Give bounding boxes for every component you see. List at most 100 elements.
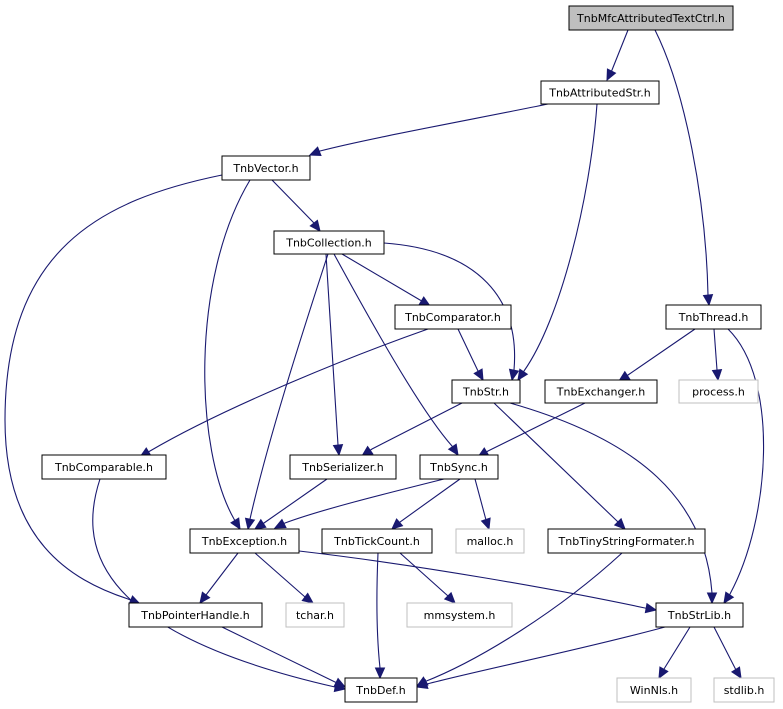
node-label: TnbComparator.h (404, 311, 501, 324)
arrowhead-icon (253, 518, 267, 530)
edge-astr-to-vec (308, 103, 549, 156)
edge-ph-to-def (221, 626, 347, 688)
edge-line (4, 174, 223, 603)
edge-sync-to-tick (391, 478, 461, 530)
edge-line (204, 179, 251, 525)
node-label: TnbExchanger.h (556, 386, 645, 399)
arrowhead-icon (333, 677, 347, 688)
edge-line (623, 328, 696, 379)
node-label: TnbSync.h (429, 461, 488, 474)
node-label: TnbTinyStringFormater.h (558, 535, 695, 548)
node-tchar: tchar.h (285, 602, 345, 628)
node-label: TnbAttributedStr.h (548, 87, 651, 100)
node-sync[interactable]: TnbSync.h (419, 454, 499, 480)
node-label: stdlib.h (724, 684, 765, 697)
edge-line (221, 626, 341, 685)
edge-line (144, 328, 429, 455)
node-root[interactable]: TnbMfcAttributedTextCtrl.h (568, 5, 734, 31)
node-ph[interactable]: TnbPointerHandle.h (128, 602, 263, 628)
edge-strlib-to-stdlib (713, 626, 742, 680)
node-label: TnbVector.h (232, 162, 298, 175)
node-coll[interactable]: TnbCollection.h (273, 230, 385, 255)
node-cmpbl[interactable]: TnbComparable.h (41, 454, 167, 480)
edge-root-to-thread (654, 29, 714, 307)
node-box (41, 454, 167, 480)
edge-line (395, 478, 461, 526)
edge-exch-to-sync (476, 402, 586, 458)
node-box (344, 677, 418, 703)
node-box (547, 528, 706, 554)
edge-vec-to-coll (271, 179, 321, 232)
node-box (394, 304, 512, 330)
edge-exc-to-ph (199, 552, 239, 604)
edge-exc-to-tchar (254, 552, 314, 604)
arrowhead-icon (391, 518, 404, 530)
arrowhead-icon (517, 368, 529, 382)
node-box (655, 602, 744, 628)
node-label: TnbComparable.h (54, 461, 153, 474)
arrowhead-icon (658, 666, 669, 680)
node-box (665, 304, 762, 330)
edge-str-to-ser (361, 402, 463, 457)
node-box (406, 602, 513, 628)
edge-line (713, 328, 719, 376)
arrowhead-icon (447, 443, 459, 457)
node-label: process.h (692, 386, 745, 399)
node-box (128, 602, 263, 628)
node-label: TnbStrLib.h (667, 609, 731, 622)
edge-coll-to-cmpr (341, 253, 432, 307)
edge-sync-to-malloc (474, 478, 491, 531)
edge-vec-to-ph (4, 174, 223, 605)
node-label: TnbDef.h (355, 684, 405, 697)
node-ser[interactable]: TnbSerializer.h (289, 454, 397, 480)
arrowhead-icon (374, 667, 386, 680)
edge-line (341, 253, 426, 304)
node-thread[interactable]: TnbThread.h (665, 304, 762, 330)
node-label: mmsystem.h (424, 609, 496, 622)
node-cmpr[interactable]: TnbComparator.h (394, 304, 512, 330)
node-strlib[interactable]: TnbStrLib.h (655, 602, 744, 628)
arrowhead-icon (301, 592, 314, 604)
node-label: TnbSerializer.h (301, 461, 383, 474)
edge-thread-to-proc (711, 328, 723, 382)
node-str[interactable]: TnbStr.h (451, 379, 521, 404)
edge-line (457, 328, 481, 376)
node-tsf[interactable]: TnbTinyStringFormater.h (547, 528, 706, 554)
node-mms: mmsystem.h (406, 602, 513, 628)
edge-line (333, 253, 456, 451)
node-def[interactable]: TnbDef.h (344, 677, 418, 703)
node-exch[interactable]: TnbExchanger.h (544, 379, 658, 404)
node-box (189, 528, 300, 554)
node-astr[interactable]: TnbAttributedStr.h (540, 80, 660, 105)
arrowhead-icon (332, 444, 344, 457)
arrowhead-icon (613, 517, 626, 530)
arrowhead-icon (706, 592, 718, 605)
node-malloc: malloc.h (455, 528, 525, 554)
node-vec[interactable]: TnbVector.h (221, 155, 311, 181)
edge-line (325, 253, 340, 451)
arrowhead-icon (644, 602, 658, 614)
edge-line (509, 402, 713, 598)
node-box (285, 602, 345, 628)
edge-thread-to-exch (617, 328, 696, 382)
node-label: TnbTickCount.h (333, 535, 420, 548)
node-stdlib: stdlib.h (713, 677, 775, 703)
node-exc[interactable]: TnbException.h (189, 528, 300, 554)
edge-exc-to-strlib (298, 550, 658, 614)
arrowhead-icon (606, 68, 617, 82)
edge-cmpr-to-str (457, 328, 484, 382)
edge-line (493, 402, 622, 526)
edge-strlib-to-def (415, 626, 666, 690)
arrowhead-icon (473, 368, 484, 382)
node-box (540, 80, 660, 105)
edge-sync-to-exc (273, 478, 445, 529)
edge-line (474, 478, 489, 525)
edge-root-to-astr (606, 29, 629, 82)
arrowhead-icon (702, 294, 714, 307)
arrowhead-icon (443, 591, 456, 604)
node-tick[interactable]: TnbTickCount.h (321, 528, 433, 554)
node-label: TnbCollection.h (285, 237, 372, 250)
edge-coll-to-ser (325, 253, 344, 457)
edge-astr-to-str (517, 103, 598, 382)
